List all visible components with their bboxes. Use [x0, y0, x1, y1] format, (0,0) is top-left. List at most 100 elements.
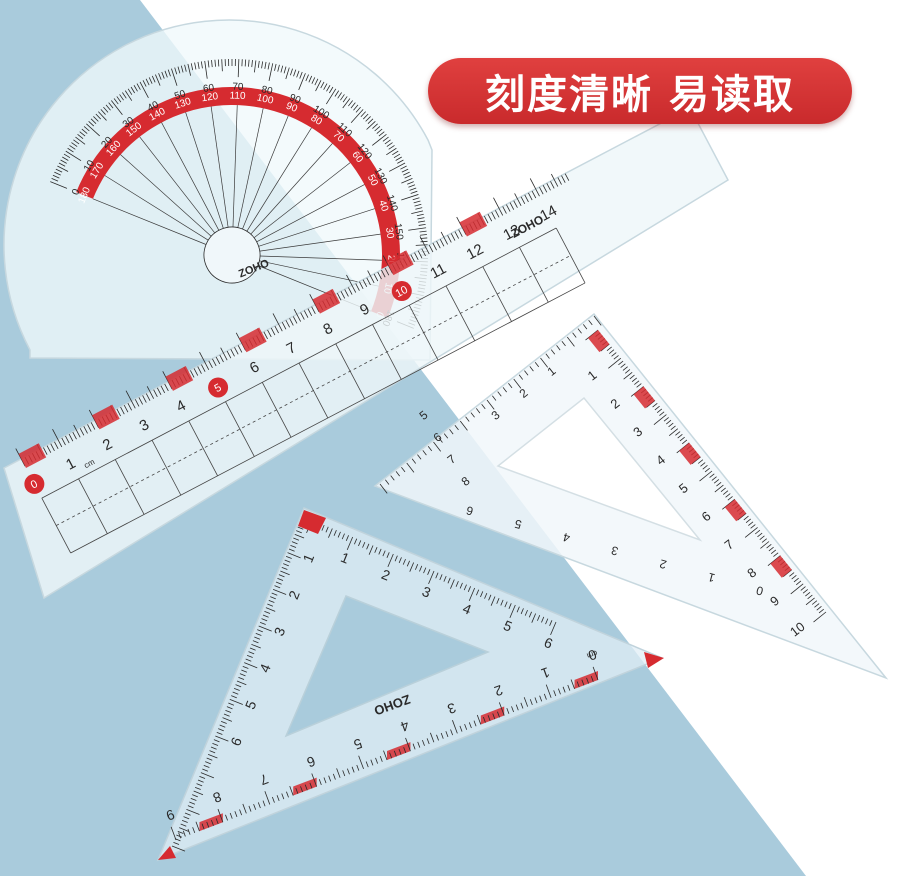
- ssl-hyp-tick: [215, 818, 219, 825]
- ssl-hyp-tick: [562, 686, 566, 693]
- ssr-left-tick: [481, 403, 486, 410]
- protractor-tick: [139, 81, 149, 99]
- protractor-tick: [224, 59, 226, 67]
- ssr-diagonal-label: 2: [658, 556, 668, 571]
- ssl-hyp-tick: [336, 768, 341, 778]
- ssl-hyp-tick: [473, 720, 477, 727]
- ssl-hyp-tick: [379, 755, 383, 762]
- protractor-tick: [98, 111, 107, 121]
- ssl-left-tick: [219, 724, 226, 728]
- ruler-tick: [193, 368, 199, 376]
- ssl-left-tick: [288, 548, 295, 552]
- ssl-hyp-tick: [370, 759, 374, 766]
- ssl-left-tick: [241, 669, 248, 673]
- ruler-tick: [440, 231, 448, 245]
- ssr-left-tick: [433, 441, 442, 452]
- ssl-left-tick: [197, 779, 204, 783]
- protractor-tick: [204, 60, 208, 79]
- protractor-tick: [122, 92, 127, 99]
- protractor-radial-line: [259, 255, 382, 261]
- protractor-tick: [315, 80, 322, 92]
- ssl-hyp-tick: [476, 714, 482, 725]
- ssl-hyp-tick: [229, 812, 233, 819]
- ssr-tick: [750, 524, 756, 529]
- ruler-tick: [509, 202, 515, 210]
- ruler-tick: [311, 306, 316, 315]
- ssl-hyp-tick: [304, 784, 308, 791]
- ssl-top-tick: [382, 550, 386, 557]
- ruler-tick: [336, 293, 342, 301]
- protractor-tick: [395, 156, 402, 161]
- protractor-tick: [67, 147, 74, 153]
- ssl-left-tick: [181, 819, 188, 823]
- ssl-top-tick: [484, 592, 488, 599]
- protractor-tick: [372, 123, 378, 129]
- ssl-hyp-tick: [323, 777, 327, 784]
- ssr-tick: [652, 403, 658, 408]
- ssl-left-tick: [262, 614, 269, 618]
- protractor-tick: [408, 184, 416, 188]
- ruler-tick: [199, 351, 210, 370]
- ruler-tick: [83, 426, 88, 434]
- ruler-red-block: [312, 288, 341, 314]
- protractor-tick: [374, 126, 381, 132]
- ssr-left-tick: [443, 433, 449, 439]
- ssl-left-tick: [242, 665, 249, 669]
- ssl-hyp-tick: [276, 795, 280, 802]
- ruler-tick: [524, 194, 529, 203]
- ssr-diagonal-label: 3: [609, 543, 619, 558]
- ssl-left-tick: [275, 581, 282, 585]
- ruler-tick: [125, 390, 136, 409]
- ssl-left-tick: [189, 801, 196, 805]
- ssl-left-tick: [287, 552, 301, 559]
- ssl-left-tick: [249, 647, 256, 651]
- protractor-tick: [417, 217, 425, 220]
- protractor-tick: [251, 60, 253, 68]
- protractor-tick: [52, 174, 60, 179]
- ruler-tick: [346, 274, 357, 293]
- ssr-tick: [700, 462, 706, 467]
- protractor-tick: [365, 116, 371, 122]
- ssl-hyp-tick: [178, 832, 182, 839]
- ssl-top-tick: [516, 606, 520, 613]
- ssr-tick: [636, 383, 642, 388]
- ssl-top-tick: [402, 558, 406, 565]
- ruler-tick: [539, 186, 544, 195]
- ssl-hyp-tick: [464, 723, 468, 730]
- ruler-tick: [546, 183, 551, 191]
- ssl-hyp-tick: [422, 739, 425, 746]
- ssr-tick: [725, 493, 731, 498]
- protractor-tick: [280, 65, 284, 73]
- ssl-hyp-tick: [170, 826, 177, 841]
- protractor-tick: [136, 83, 141, 90]
- ruler-grid-line: [78, 478, 108, 534]
- ssr-tick: [600, 343, 610, 352]
- protractor-tick: [334, 90, 340, 97]
- ssr-tick: [653, 414, 667, 425]
- protractor-tick: [161, 71, 165, 79]
- ssl-hyp-tick: [592, 666, 599, 681]
- ruler-tick: [272, 313, 283, 332]
- ssl-top-tick: [387, 553, 394, 568]
- ruler-tick: [160, 385, 166, 394]
- ruler-tick: [483, 215, 489, 224]
- protractor-tick: [119, 94, 124, 101]
- protractor-tick: [77, 134, 84, 139]
- protractor-tick: [73, 139, 80, 145]
- ssl-left-tick: [272, 588, 287, 595]
- ssl-left-tick: [268, 599, 275, 603]
- ssl-hyp-tick: [182, 830, 186, 837]
- ssr-diagonal-label: 5: [513, 516, 523, 531]
- protractor-tick: [413, 200, 421, 204]
- ssl-hyp-tick: [523, 697, 529, 707]
- ssl-hyp-tick: [206, 821, 210, 828]
- protractor-tick: [103, 106, 109, 113]
- ssr-tick: [634, 380, 640, 385]
- protractor-tick: [350, 102, 356, 109]
- ssr-left-tick: [524, 370, 529, 376]
- ssl-hyp-tick: [281, 793, 285, 800]
- protractor-tick: [57, 165, 69, 172]
- ruler-tick: [153, 389, 158, 397]
- protractor-tick: [62, 156, 69, 161]
- ssl-left-tick: [184, 812, 191, 816]
